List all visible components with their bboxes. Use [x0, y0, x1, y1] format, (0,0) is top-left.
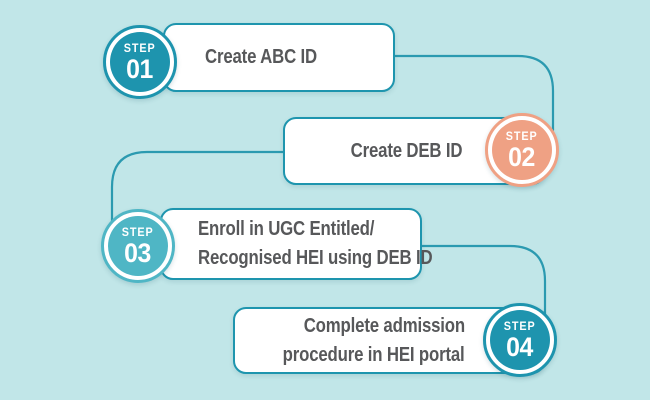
connector-step2-step3: [110, 150, 285, 226]
step-3-badge-label: STEP: [122, 225, 154, 239]
step-4-badge-inner: STEP 04: [490, 310, 550, 370]
step-1-title: Create ABC ID: [205, 46, 318, 68]
step-2-badge-inner: STEP 02: [492, 120, 552, 180]
step-4-badge: STEP 04: [483, 303, 557, 377]
step-3-badge-inner: STEP 03: [108, 216, 168, 276]
step-4-number: 04: [506, 332, 534, 362]
step-3-title-line2: Recognised HEI using DEB ID: [198, 247, 433, 269]
step-1-badge-label: STEP: [124, 41, 156, 55]
connector-step3-step4: [420, 244, 547, 320]
step-3-badge: STEP 03: [101, 209, 175, 283]
step-4-badge-label: STEP: [504, 319, 536, 333]
step-3-number: 03: [124, 238, 152, 268]
step-1-card: Create ABC ID: [163, 23, 395, 92]
step-2-title: Create DEB ID: [350, 139, 462, 162]
step-2-number: 02: [508, 142, 536, 172]
step-1-badge-inner: STEP 01: [110, 32, 170, 92]
step-2-badge: STEP 02: [485, 113, 559, 187]
step-4-title-line1: Complete admission: [303, 314, 465, 337]
step-3-card: Enroll in UGC Entitled/ Recognised HEI u…: [160, 208, 433, 280]
step-2-badge-label: STEP: [506, 129, 538, 143]
step-3-title-line1: Enroll in UGC Entitled/: [198, 218, 375, 240]
step-1-number: 01: [126, 54, 154, 84]
step-1-badge: STEP 01: [103, 25, 177, 99]
connector-step1-step2: [393, 54, 555, 132]
step-4-title-line2: procedure in HEI portal: [283, 343, 465, 366]
